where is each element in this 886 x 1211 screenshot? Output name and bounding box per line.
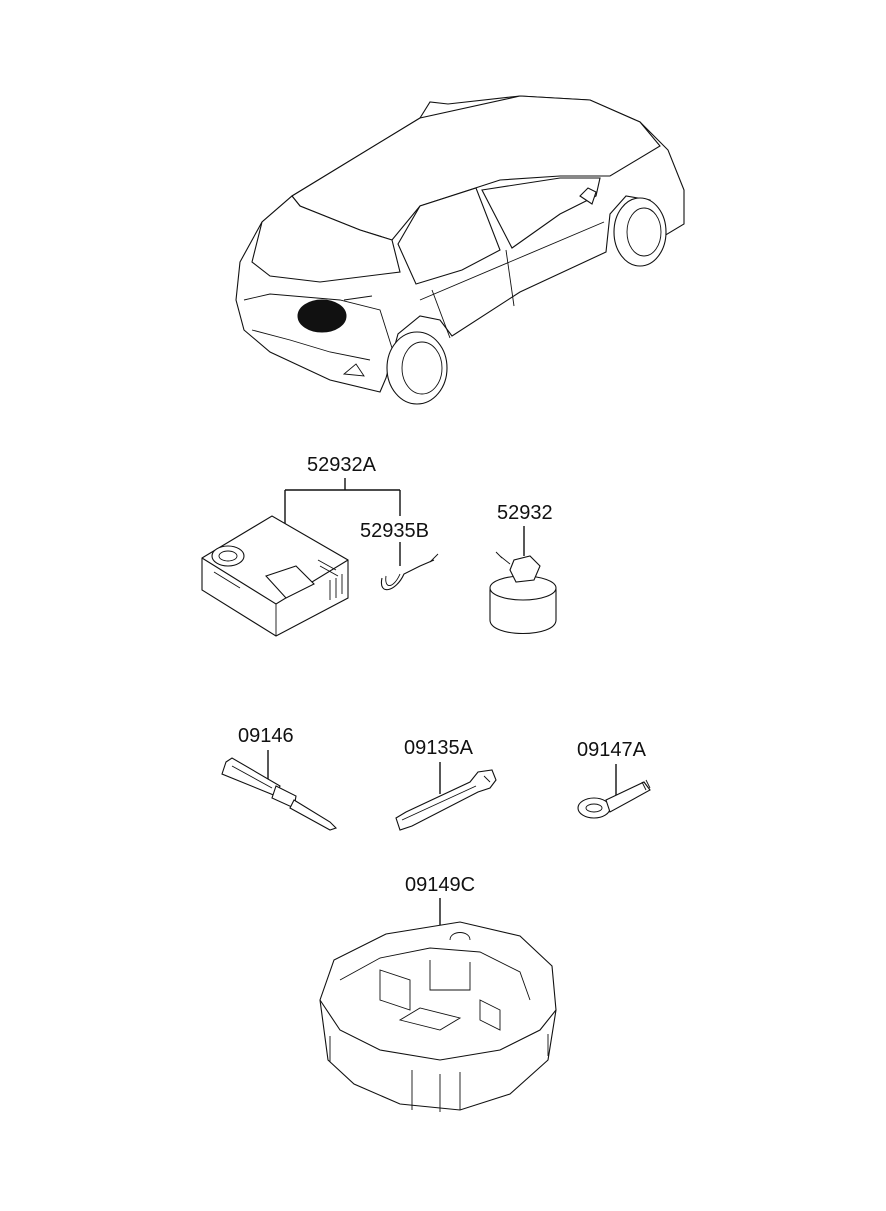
air-hose	[380, 542, 439, 591]
vehicle-illustration	[235, 95, 685, 405]
leader-52932A	[284, 478, 401, 530]
label-52932A: 52932A	[307, 454, 377, 476]
label-52932: 52932	[497, 502, 553, 524]
wrench	[395, 762, 497, 831]
label-09147A: 09147A	[577, 739, 647, 761]
label-09146: 09146	[238, 725, 294, 747]
towing-hook	[577, 764, 651, 819]
label-52935B: 52935B	[360, 520, 429, 542]
air-compressor	[201, 515, 349, 637]
label-09135A: 09135A	[404, 737, 474, 759]
screwdriver	[221, 750, 338, 831]
sealant-bottle	[489, 526, 557, 634]
label-09149C: 09149C	[405, 874, 475, 896]
tool-tray	[319, 898, 557, 1112]
